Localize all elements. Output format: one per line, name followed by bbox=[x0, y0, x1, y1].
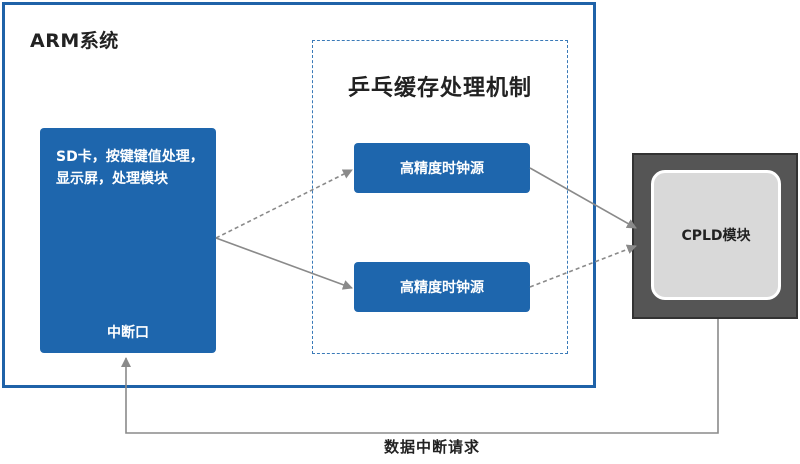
arrow-cpld-to-interrupt bbox=[121, 319, 719, 434]
arrow-clock-2-to-cpld bbox=[529, 244, 637, 288]
pingpong-buffer-title: 乒乓缓存处理机制 bbox=[347, 76, 532, 101]
interrupt-request-label: 数据中断请求 bbox=[383, 438, 480, 456]
arm-block-description: SD卡，按键键值处理， 显示屏，处理模块 bbox=[56, 146, 212, 190]
arrow-arm-to-clock-1 bbox=[215, 169, 353, 239]
cpld-module: CPLD模块 bbox=[651, 170, 781, 300]
arrow-clock-1-to-cpld bbox=[529, 167, 637, 229]
interrupt-port-label: 中断口 bbox=[107, 325, 149, 341]
arrow-arm-to-clock-2 bbox=[215, 237, 353, 290]
clock-source-1: 高精度时钟源 bbox=[354, 143, 530, 193]
clock-source-2: 高精度时钟源 bbox=[354, 262, 530, 312]
arm-system-title: ARM系统 bbox=[30, 30, 119, 52]
arm-processing-block bbox=[40, 128, 216, 353]
arm-block-line-2: 显示屏，处理模块 bbox=[56, 171, 168, 187]
arm-system-frame bbox=[2, 2, 596, 388]
arm-block-line-1: SD卡，按键键值处理， bbox=[56, 149, 204, 165]
pingpong-buffer-frame bbox=[312, 40, 568, 354]
